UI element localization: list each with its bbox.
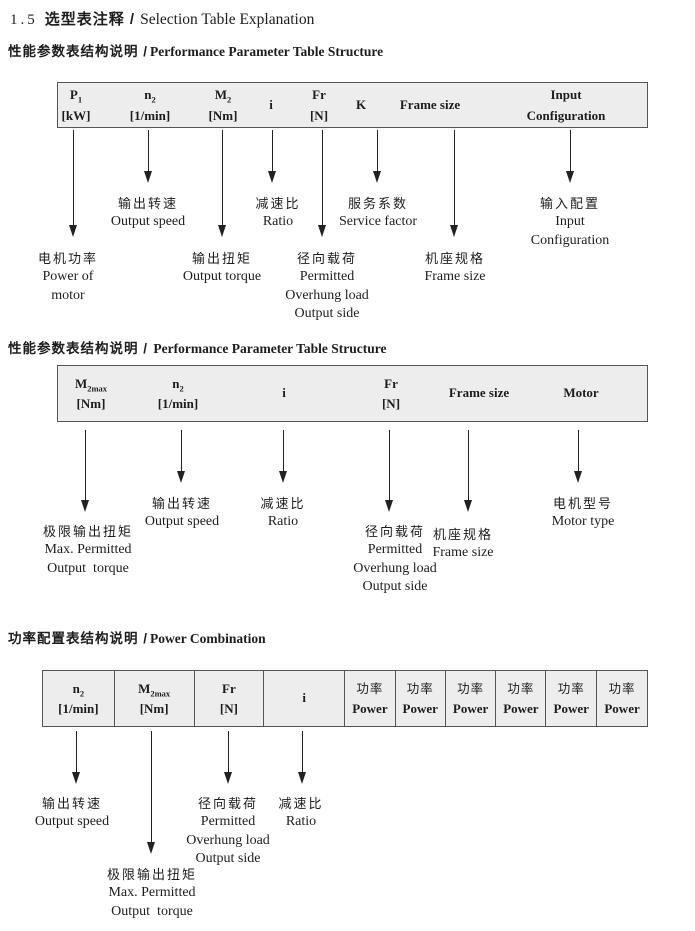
arrow-k <box>373 130 381 183</box>
arrow-frame-size <box>450 130 458 237</box>
col-header-i: i <box>269 96 273 112</box>
page-title-zh: 选型表注释 / <box>44 11 136 28</box>
section1-heading-en: Performance Parameter Table Structure <box>150 44 384 59</box>
col-header-m2max: M2max[Nm] <box>113 671 194 726</box>
col-header-m2: M2[Nm] <box>208 87 238 123</box>
section2-heading: 性能参数表结构说明 / Performance Parameter Table … <box>8 337 386 357</box>
col-header-i: i <box>282 385 286 401</box>
col-header-n2: n2[1/min] <box>157 375 199 412</box>
performance-table-1: P1[kW] n2[1/min] M2[Nm] i Fr[N] K Frame … <box>57 82 648 128</box>
arrow-m2max <box>147 731 155 854</box>
section-number: 1.5 <box>10 12 38 28</box>
arrow-frame-size <box>464 430 472 512</box>
arrow-i <box>298 731 306 784</box>
page-title-en: Selection Table Explanation <box>140 11 315 28</box>
arrow-n2 <box>72 731 80 784</box>
col-header-fr: Fr[N] <box>381 375 401 412</box>
col-header-motor: Motor <box>563 385 599 401</box>
arrow-p1 <box>69 130 77 237</box>
col-header-frame-size: Frame size <box>399 96 461 112</box>
col-header-p1: P1[kW] <box>61 87 91 123</box>
arrow-n2 <box>177 430 185 483</box>
col-header-fr: Fr[N] <box>193 671 264 726</box>
arrow-m2 <box>218 130 226 237</box>
arrow-i <box>268 130 276 183</box>
col-header-fr: Fr[N] <box>309 87 329 123</box>
arrow-m2max <box>81 430 89 512</box>
section2-heading-en: Performance Parameter Table Structure <box>153 341 387 356</box>
col-header-m2max: M2max[Nm] <box>74 375 108 412</box>
section1-heading-zh: 性能参数表结构说明 / <box>8 44 149 59</box>
col-header-i: i <box>263 671 344 726</box>
section3-heading: 功率配置表结构说明 /Power Combination <box>8 627 266 647</box>
col-header-n2: n2[1/min] <box>58 680 99 717</box>
page-title: 1.5 选型表注释 /Selection Table Explanation <box>10 8 314 29</box>
arrow-fr <box>385 430 393 512</box>
arrow-i <box>279 430 287 483</box>
arrow-input-configuration <box>566 130 574 183</box>
arrow-n2 <box>144 130 152 183</box>
performance-table-2: M2max[Nm] n2[1/min] i Fr[N] Frame size M… <box>57 365 648 422</box>
section3-heading-zh: 功率配置表结构说明 / <box>8 631 149 646</box>
arrow-fr <box>224 731 232 784</box>
section3-heading-en: Power Combination <box>150 631 266 646</box>
section1-heading: 性能参数表结构说明 /Performance Parameter Table S… <box>8 40 383 60</box>
col-header-frame-size: Frame size <box>448 385 510 401</box>
section2-heading-zh: 性能参数表结构说明 / <box>8 341 149 356</box>
col-header-k: K <box>355 96 367 112</box>
arrow-fr <box>318 130 326 237</box>
arrow-motor <box>574 430 582 483</box>
col-header-n2: n2[1/min] <box>129 87 171 123</box>
